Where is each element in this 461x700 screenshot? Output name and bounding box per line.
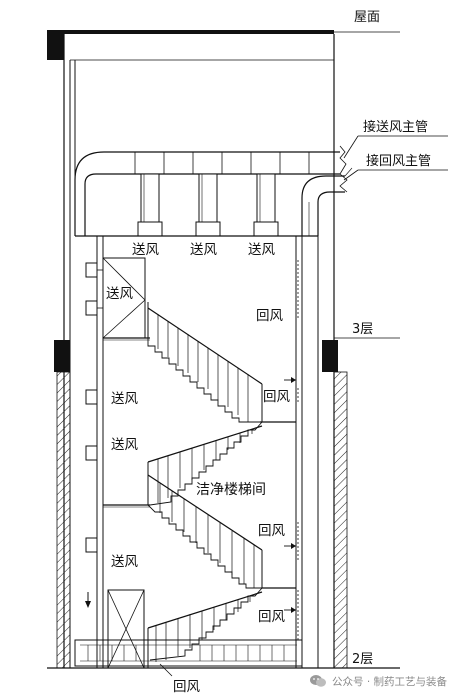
supply-top-label-2: 送风 xyxy=(190,242,217,258)
watermark: 公众号 · 制药工艺与装备 xyxy=(309,671,447,691)
supply-left-label-3: 送风 xyxy=(111,437,138,453)
return-right-label-1: 回风 xyxy=(256,308,283,324)
stair-flight-upper xyxy=(147,302,263,423)
left-beam xyxy=(54,340,70,372)
return-right-label-2: 回风 xyxy=(263,389,290,405)
duct-leader-lines xyxy=(343,135,448,181)
stair-landings xyxy=(103,337,296,589)
stair-flight-second xyxy=(147,421,263,506)
supply-main-label: 接送风主管 xyxy=(363,119,428,135)
supply-air-main-duct xyxy=(74,145,347,236)
floor-2-label: 2层 xyxy=(352,652,373,667)
stair-flight-third xyxy=(147,474,263,589)
stair-flight-bottom xyxy=(147,587,263,668)
stairwell-label: 洁净楼梯间 xyxy=(196,482,266,498)
floor-return-grille xyxy=(74,639,303,677)
left-supply-riser xyxy=(96,236,104,668)
supply-top-label-1: 送风 xyxy=(132,242,159,258)
right-wall xyxy=(317,34,348,669)
left-outer-wall xyxy=(54,34,334,669)
return-bottom-label: 回风 xyxy=(173,679,200,695)
floor-level-lines xyxy=(47,337,400,669)
return-right-label-3: 回风 xyxy=(258,523,285,539)
left-supply-outlets xyxy=(85,262,103,553)
lower-door xyxy=(107,589,145,669)
right-return-grilles xyxy=(284,260,299,640)
return-right-label-4: 回风 xyxy=(258,609,285,625)
supply-left-label-1: 送风 xyxy=(106,286,133,302)
watermark-text: 公众号 · 制药工艺与装备 xyxy=(331,675,447,688)
roof-slab xyxy=(47,30,400,60)
floor-3-label: 3层 xyxy=(352,322,373,337)
supply-top-label-3: 送风 xyxy=(248,242,275,258)
return-air-main-duct xyxy=(301,173,348,236)
return-main-label: 接回风主管 xyxy=(366,153,431,169)
supply-left-label-4: 送风 xyxy=(111,554,138,570)
wechat-icon xyxy=(309,675,326,687)
supply-air-drops xyxy=(137,173,279,237)
right-return-riser xyxy=(295,236,303,668)
down-arrow-icon xyxy=(85,592,91,608)
supply-left-label-2: 送风 xyxy=(111,391,138,407)
roof-label: 屋面 xyxy=(354,10,380,25)
right-beam xyxy=(322,340,338,372)
